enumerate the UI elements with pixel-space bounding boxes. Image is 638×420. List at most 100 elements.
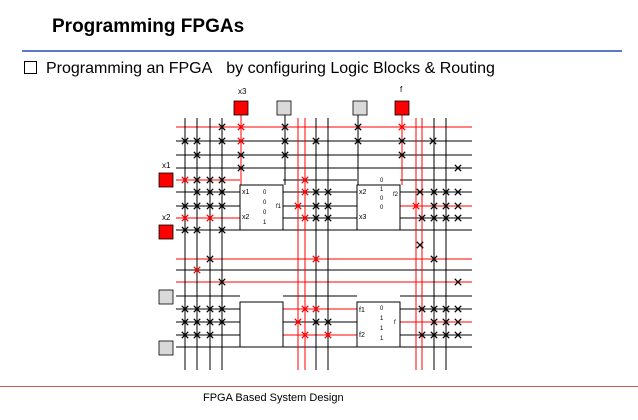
lb3-truth-1: 1: [380, 316, 384, 322]
switch-x-icon: [193, 137, 201, 145]
switch-x-icon: [418, 305, 426, 313]
switch-x-icon: [354, 123, 362, 131]
switch-x-icon: [312, 318, 320, 326]
switch-x-icon: [294, 318, 302, 326]
switch-x-icon: [442, 305, 450, 313]
lb2-input-a: x2: [359, 189, 367, 196]
switch-x-icon: [324, 202, 332, 210]
switch-x-icon: [206, 188, 214, 196]
switch-x-icon: [218, 318, 226, 326]
switch-x-icon: [181, 214, 189, 222]
switch-x-icon: [181, 318, 189, 326]
checkbox-bullet-icon: [24, 61, 37, 74]
switch-x-icon: [218, 176, 226, 184]
footer-text: FPGA Based System Design: [203, 392, 344, 404]
switch-x-icon: [193, 151, 201, 159]
switch-x-icon: [442, 188, 450, 196]
switch-x-icon: [281, 123, 289, 131]
switch-x-icon: [454, 278, 462, 286]
io-label-x3: x3: [238, 87, 247, 96]
io-pad-x1: [158, 172, 174, 188]
switch-x-icon: [193, 318, 201, 326]
switch-x-icon: [454, 214, 462, 222]
switch-x-icon: [281, 137, 289, 145]
switch-x-icon: [193, 226, 201, 234]
logic-blocks: x1 x2 0 0 0 1 f1 x2 x3 0 1 0 0 f2 f1 f2 …: [239, 178, 401, 348]
switch-x-icon: [206, 202, 214, 210]
io-pad-x2: [158, 224, 174, 240]
lb3-input-a: f1: [359, 307, 365, 314]
io-pad-unused-top-2: [352, 100, 368, 116]
switch-x-icon: [206, 318, 214, 326]
lb2-truth-0: 0: [380, 178, 384, 184]
switch-x-icon: [193, 188, 201, 196]
switch-x-icon: [430, 305, 438, 313]
switch-x-icon: [418, 331, 426, 339]
lb3-truth-3: 1: [380, 336, 384, 342]
switch-x-icon: [324, 318, 332, 326]
switch-x-icon: [218, 123, 226, 131]
io-pad-f: [394, 100, 410, 116]
switch-x-icon: [237, 151, 245, 159]
io-pad-unused-left-2: [158, 340, 174, 356]
switch-x-icon: [454, 318, 462, 326]
switch-x-icon: [430, 188, 438, 196]
switch-x-icon: [416, 188, 424, 196]
switch-x-icon: [442, 214, 450, 222]
lb1-input-a: x1: [242, 189, 250, 196]
switch-x-icon: [324, 331, 332, 339]
lb3-truth-0: 0: [380, 306, 384, 312]
switch-x-icon: [430, 214, 438, 222]
switch-x-icon: [206, 214, 214, 222]
switch-x-icon: [454, 202, 462, 210]
switch-x-icon: [430, 255, 438, 263]
routing-wires: [176, 115, 472, 370]
switch-x-icon: [430, 318, 438, 326]
switch-x-icon: [237, 123, 245, 131]
switch-x-icon: [442, 318, 450, 326]
switch-x-icon: [181, 331, 189, 339]
switch-x-icon: [454, 331, 462, 339]
bullet-rest: by configuring Logic Blocks & Routing: [226, 60, 495, 77]
switch-x-icon: [418, 214, 426, 222]
switch-x-icon: [312, 137, 320, 145]
switch-x-icon: [206, 331, 214, 339]
lb1-truth-1: 0: [263, 200, 267, 206]
switch-x-icon: [398, 123, 406, 131]
switch-x-icon: [312, 202, 320, 210]
switch-x-icon: [218, 202, 226, 210]
switch-x-icon: [218, 137, 226, 145]
switch-x-icon: [193, 176, 201, 184]
switch-x-icon: [442, 331, 450, 339]
lb2-truth-2: 0: [380, 196, 384, 202]
logic-block-2: [356, 184, 401, 231]
lb1-truth-0: 0: [263, 190, 267, 196]
switch-x-icon: [193, 266, 201, 274]
lb3-output: f: [394, 320, 396, 326]
logic-block-3: [356, 301, 401, 348]
title-divider: [22, 50, 622, 52]
lb3-input-b: f2: [359, 332, 365, 339]
switch-x-icon: [193, 331, 201, 339]
switch-x-icon: [218, 188, 226, 196]
switch-x-icon: [312, 305, 320, 313]
slide-title: Programming FPGAs: [52, 16, 245, 37]
switch-x-icon: [181, 226, 189, 234]
switch-x-icon: [281, 151, 289, 159]
switch-x-icon: [193, 305, 201, 313]
switch-x-icon: [442, 202, 450, 210]
io-label-x2: x2: [162, 213, 171, 222]
switch-x-icon: [301, 214, 309, 222]
switch-x-icon: [454, 305, 462, 313]
lb2-truth-1: 1: [380, 187, 384, 193]
switch-x-icon: [237, 137, 245, 145]
switch-x-icon: [181, 176, 189, 184]
switch-x-icon: [181, 137, 189, 145]
switch-x-icon: [206, 255, 214, 263]
switch-x-icon: [354, 137, 362, 145]
io-label-f: f: [400, 85, 403, 94]
footer-divider: [0, 386, 638, 387]
switch-x-icon: [324, 214, 332, 222]
logic-block-unused: [239, 301, 284, 348]
